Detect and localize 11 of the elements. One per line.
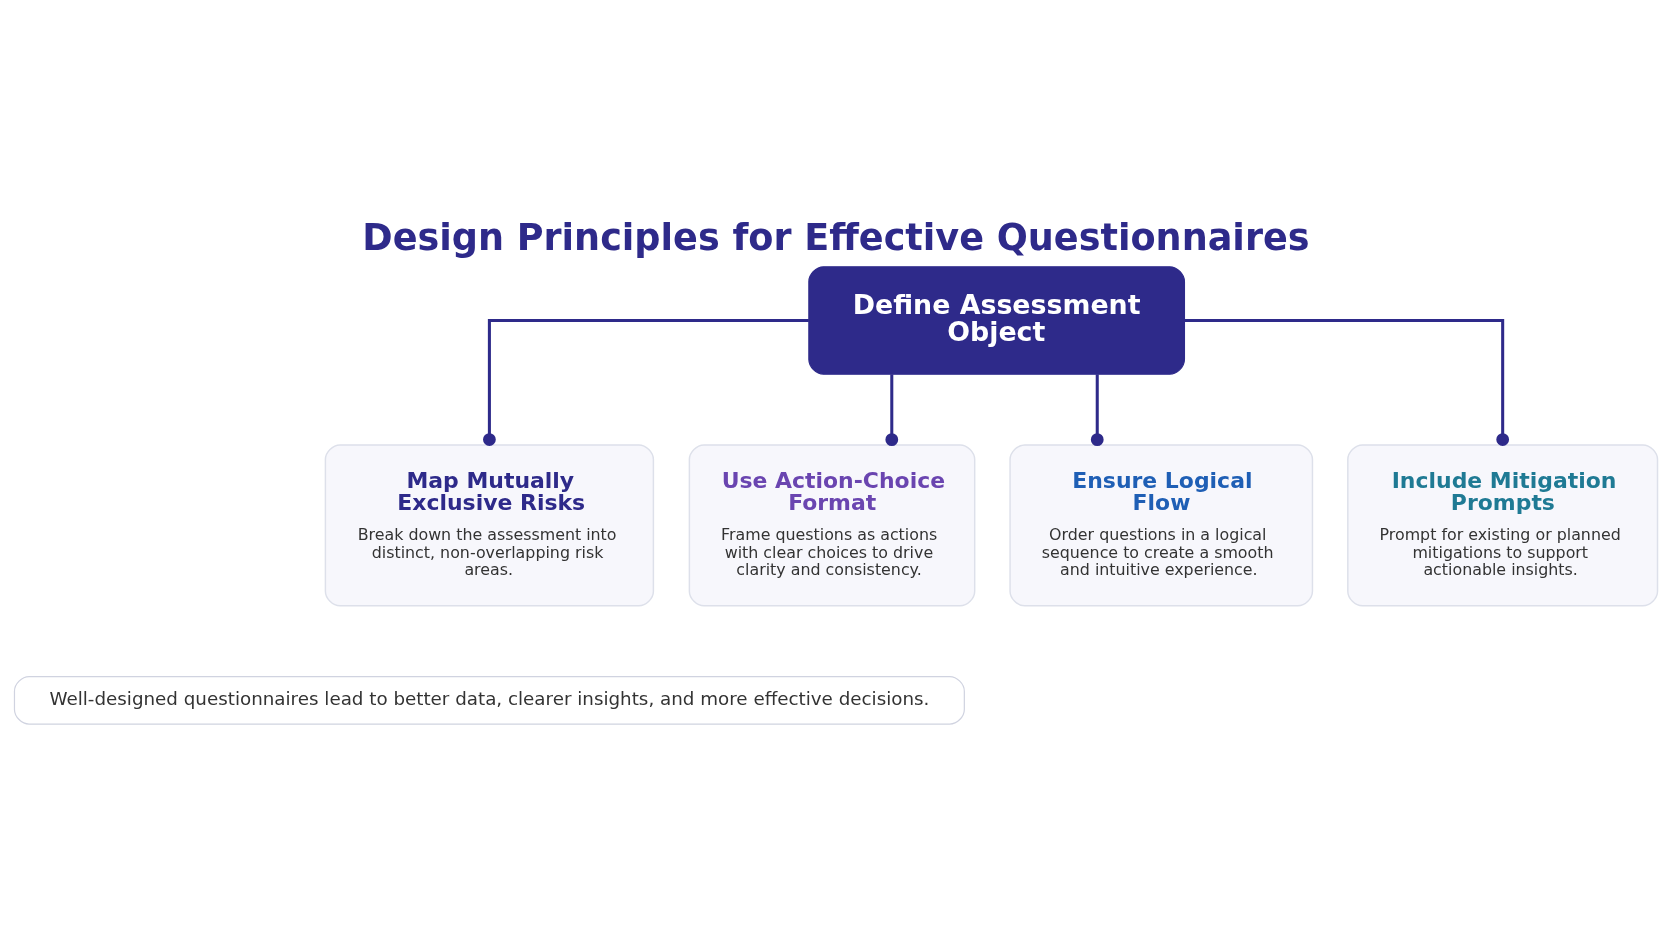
connector [483, 319, 809, 446]
node-box: Map Mutually Exclusive Risks Break down the assessment into distinct, non-overlapping risk areas. [324, 444, 655, 607]
node-box: Define Assessment Object [808, 266, 1186, 375]
node-box: Use Action-Choice Format Frame questions as actions with clear choices to drive clarity and consistency. [688, 444, 976, 607]
connector [885, 374, 899, 447]
node-box: Ensure Logical Flow Order questions in a logical sequence to create a smooth and intuitive experience. [1009, 444, 1314, 607]
label: Well-designed questionnaires lead to better data, clearer insights, and more effective decisions. [49, 687, 930, 709]
diagram-title: Design Principles for Effective Questionnaires [362, 215, 1310, 259]
connector [1184, 319, 1510, 446]
connector [1090, 374, 1104, 447]
node-box: Include Mitigation Prompts Prompt for existing or planned mitigations to support actionable insights. [1347, 444, 1659, 607]
